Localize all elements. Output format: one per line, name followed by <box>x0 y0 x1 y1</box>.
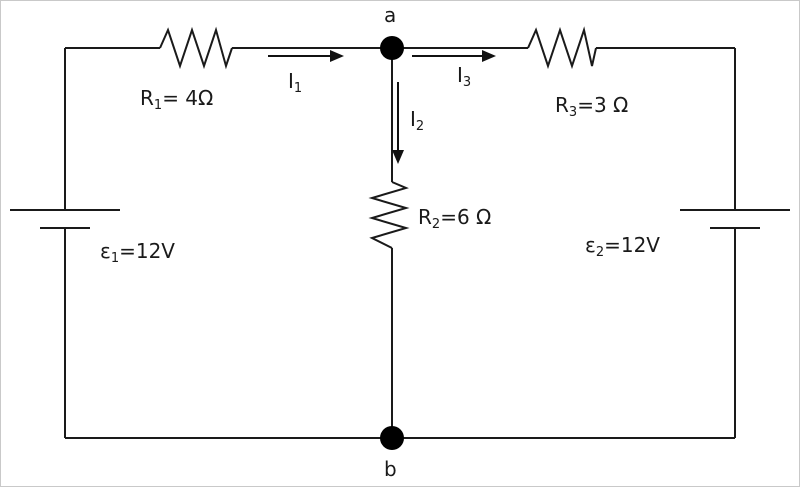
resistor-r3-subscript: 3 <box>569 105 577 120</box>
resistor-r3 <box>527 26 597 70</box>
resistor-r1-label: R1= 4Ω <box>140 86 213 113</box>
node-b-label: b <box>384 457 397 481</box>
emf-e2-label: ε2=12V <box>585 233 660 260</box>
resistor-r2 <box>368 181 410 249</box>
current-i2-subscript: 2 <box>416 119 424 134</box>
resistor-r1-value: = 4Ω <box>162 86 213 110</box>
resistor-r1 <box>159 26 233 70</box>
resistor-r2-subscript: 2 <box>432 217 440 232</box>
current-arrow-i3-head <box>482 50 496 62</box>
resistor-r1-symbol: R <box>140 86 154 110</box>
current-i3-subscript: 3 <box>463 75 471 90</box>
node-b <box>380 426 404 450</box>
resistor-r2-value: =6 Ω <box>440 205 491 229</box>
resistor-r3-value: =3 Ω <box>577 93 628 117</box>
battery-e1 <box>10 209 120 229</box>
resistor-r2-label: R2=6 Ω <box>418 205 491 232</box>
emf-e1-symbol: ε <box>100 239 111 263</box>
emf-e2-subscript: 2 <box>596 245 604 260</box>
emf-e1-subscript: 1 <box>111 251 119 266</box>
node-a <box>380 36 404 60</box>
emf-e1-value: =12V <box>119 239 175 263</box>
current-arrow-i3 <box>412 50 496 62</box>
current-i1-subscript: 1 <box>294 81 302 96</box>
resistor-r1-subscript: 1 <box>154 98 162 113</box>
current-i2-label: I2 <box>410 107 424 134</box>
emf-e2-value: =12V <box>604 233 660 257</box>
resistor-r3-symbol: R <box>555 93 569 117</box>
emf-e1-label: ε1=12V <box>100 239 175 266</box>
current-arrow-i2 <box>392 82 404 164</box>
node-a-label: a <box>384 3 396 27</box>
resistor-r2-symbol: R <box>418 205 432 229</box>
current-i3-symbol: I <box>457 63 463 87</box>
emf-e2-symbol: ε <box>585 233 596 257</box>
current-arrow-i1 <box>268 50 344 62</box>
current-arrow-i1-head <box>330 50 344 62</box>
current-arrow-i2-head <box>392 150 404 164</box>
current-i1-symbol: I <box>288 69 294 93</box>
current-i3-label: I3 <box>457 63 471 90</box>
current-i2-symbol: I <box>410 107 416 131</box>
battery-e2 <box>680 209 790 229</box>
resistor-r3-label: R3=3 Ω <box>555 93 628 120</box>
current-i1-label: I1 <box>288 69 302 96</box>
